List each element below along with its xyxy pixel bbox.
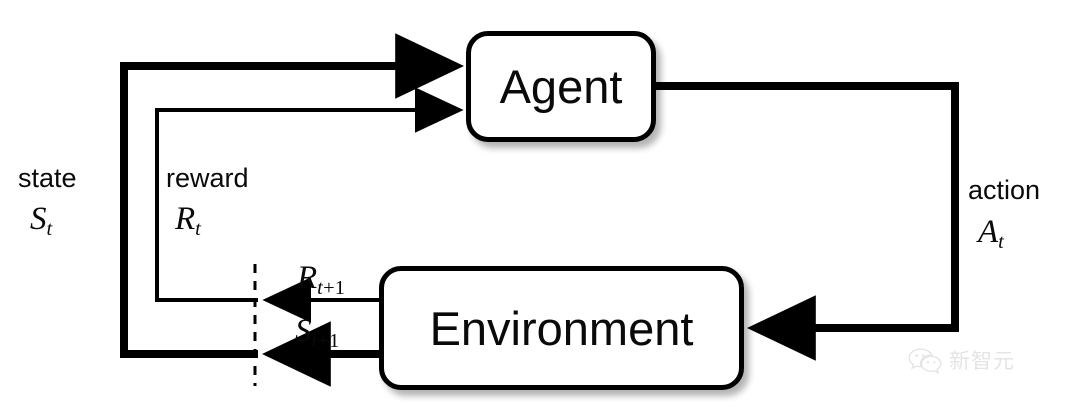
environment-node-label: Environment [429,301,694,355]
watermark-text: 新智元 [949,348,1015,373]
reward-label: reward [166,163,249,193]
action-symbol: A [978,214,999,250]
reward-symbol: R [175,201,196,237]
action-subscript: t [998,231,1005,254]
action-label: action [968,175,1041,205]
agent-node[interactable]: Agent [466,31,656,142]
reward-symbol-label: Rt [175,203,201,240]
edge-action-to-environment [653,82,959,361]
state-next-subscript-op: + [317,330,330,353]
state-subscript: t [46,218,53,241]
reward-next-symbol: R [297,260,318,296]
wechat-logo-icon [908,348,942,374]
reward-next-subscript: t+1 [317,277,345,299]
state-next-label: St+1 [295,315,340,352]
reward-next-subscript-var: t [317,277,324,300]
reward-subscript: t [195,218,202,241]
action-symbol-label: At [978,216,1004,253]
agent-node-label: Agent [499,60,623,113]
reward-next-subscript-num: 1 [334,277,346,300]
state-next-subscript: t+1 [312,330,340,352]
reward-next-label: Rt+1 [297,262,345,299]
reward-next-subscript-op: + [323,277,335,300]
state-symbol-label: St [30,203,52,240]
environment-node[interactable]: Environment [379,266,744,390]
state-label: state [18,163,77,193]
state-symbol: S [30,201,47,237]
edge-reward-to-agent [155,87,464,302]
state-next-symbol: S [295,313,312,349]
state-next-subscript-num: 1 [329,330,340,353]
edge-state-to-agent [120,33,465,358]
watermark: 新智元 [908,348,1015,374]
